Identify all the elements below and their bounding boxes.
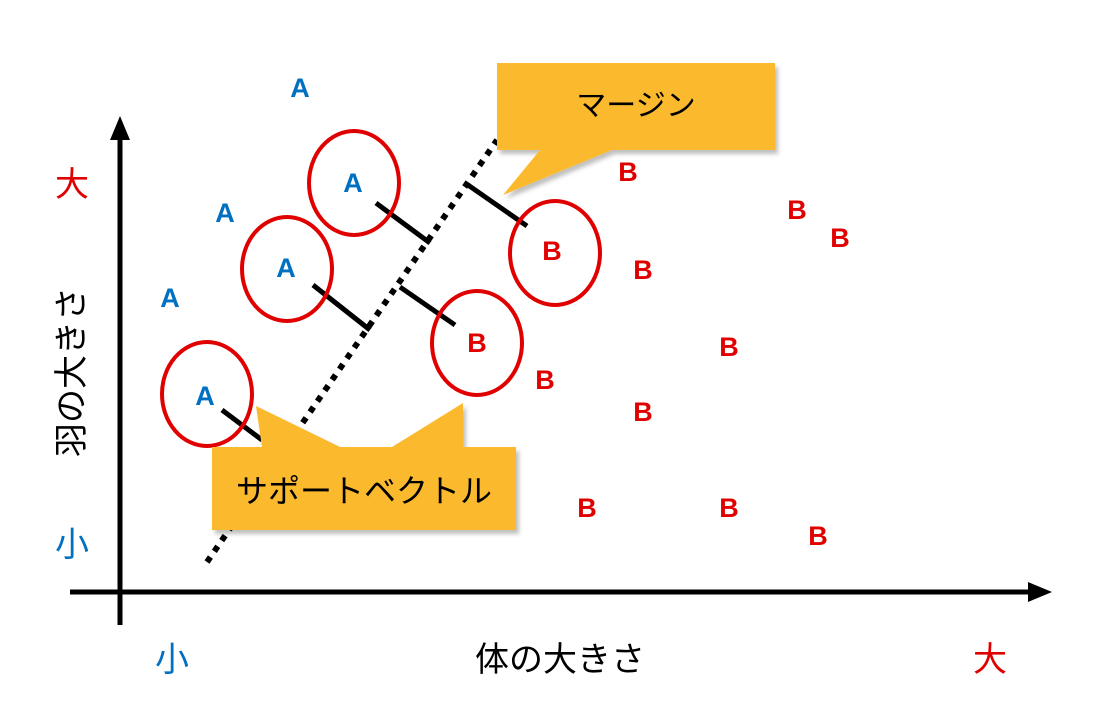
point-b-support: B bbox=[467, 328, 487, 358]
point-b: B bbox=[633, 255, 653, 285]
margin-line bbox=[374, 200, 432, 246]
support-vector-callout-text: サポートベクトル bbox=[236, 472, 492, 510]
point-b-support: B bbox=[542, 236, 562, 266]
support-vector-circle bbox=[307, 129, 401, 237]
y-axis-title: 羽の大きさ bbox=[52, 287, 92, 457]
x-axis-high-label: 大 bbox=[973, 640, 1007, 680]
point-a-support: A bbox=[195, 381, 215, 411]
support-vector-circle bbox=[430, 289, 524, 397]
margin-lines bbox=[220, 182, 529, 442]
point-a-support: A bbox=[276, 253, 296, 283]
point-b: B bbox=[719, 493, 739, 523]
point-a: A bbox=[290, 73, 310, 103]
point-a: A bbox=[215, 198, 235, 228]
support-vector-circle bbox=[240, 215, 334, 323]
y-axis-high-label: 大 bbox=[55, 165, 89, 205]
point-b: B bbox=[719, 332, 739, 362]
point-b: B bbox=[830, 223, 850, 253]
point-b: B bbox=[633, 397, 653, 427]
y-axis-low-label: 小 bbox=[55, 525, 89, 565]
point-b: B bbox=[577, 493, 597, 523]
y-axis-arrow-icon bbox=[110, 116, 130, 140]
point-b: B bbox=[808, 521, 828, 551]
margin-line bbox=[311, 283, 372, 332]
margin-line bbox=[466, 182, 529, 229]
x-axis-arrow-icon bbox=[1028, 582, 1052, 602]
margin-callout-text: マージン bbox=[576, 89, 695, 124]
point-b: B bbox=[535, 365, 555, 395]
point-b: B bbox=[787, 195, 807, 225]
margin-callout bbox=[497, 63, 775, 195]
support-vector-callout bbox=[212, 403, 516, 530]
support-vector-circle bbox=[160, 340, 254, 448]
point-a: A bbox=[160, 283, 180, 313]
point-b: B bbox=[618, 157, 638, 187]
support-vector-circle bbox=[508, 199, 602, 307]
point-a-support: A bbox=[343, 168, 363, 198]
x-axis-title: 体の大きさ bbox=[475, 640, 645, 680]
margin-line bbox=[398, 284, 457, 328]
x-axis-low-label: 小 bbox=[155, 640, 189, 680]
